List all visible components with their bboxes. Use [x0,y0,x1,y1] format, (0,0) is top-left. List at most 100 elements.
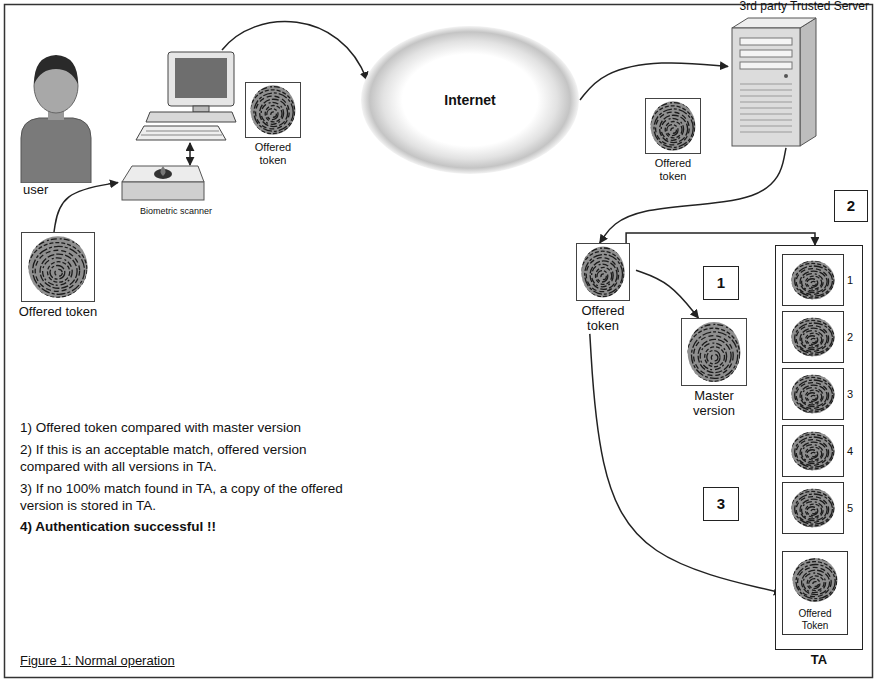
fingerprint-ridges [786,486,840,530]
fingerprint-ridge [700,343,726,370]
master-token: Master version [675,318,753,419]
person-body [21,118,91,183]
fingerprint-ridge [791,377,834,411]
fingerprint-image [786,258,840,302]
fingerprint-ridge [597,271,608,282]
step-note: 1) Offered token compared with master ve… [20,420,360,437]
node-label: Offered token [640,157,706,182]
fingerprint-ridge [800,328,827,350]
fingerprint-ridge [585,254,623,294]
fingerprint-ridge [650,106,695,150]
fingerprint-ridge [671,128,677,133]
fingerprint-ridge [271,112,277,117]
fingerprint-ridge [645,98,701,154]
fingerprint-image [245,82,301,138]
fingerprint-ridge [811,281,816,285]
archive-entry: 4 [782,425,844,477]
scanner-device: Biometric scanner [118,160,248,216]
server-bay [740,38,792,45]
fingerprint-ridge [809,579,820,589]
token-card: Offered token [640,98,706,182]
fingerprint-ridge [787,556,842,605]
fingerprint-ridge [55,269,62,276]
scanner-link-arrow [189,143,191,165]
server-bay [740,62,792,69]
fingerprint-ridge [807,576,824,591]
fingerprint-ridge [786,486,840,530]
fingerprint-ridge [265,106,282,122]
fingerprint-ridge [795,437,833,467]
fingerprint-ridge [789,318,838,357]
fingerprint-ridge [795,323,833,353]
fingerprint-ridge [21,232,95,302]
server-front [732,28,800,146]
node-text: user [15,183,100,198]
fingerprint-image [786,429,840,473]
scanner-front [122,182,204,200]
fingerprint-ridge [811,452,816,456]
server-bay [740,50,792,57]
fingerprint-ridge [796,383,828,409]
server-vent [740,131,792,132]
node-label: Offered Token [786,608,844,631]
fingerprint-ridge [267,109,278,120]
fingerprint-ridge [798,567,832,596]
step-note: 4) Authentication successful !! [20,519,360,536]
fingerprint-ridge [256,96,290,129]
fingerprint-ridges [786,315,840,359]
node-label: 1 [847,274,853,287]
internet-cloud-shape [361,26,579,174]
scanner-top [122,166,204,182]
fingerprint-ridge [807,336,818,345]
fingerprint-ridge [795,494,833,524]
flow-arrow [600,148,786,243]
token-frame [22,233,95,302]
server-vent [740,101,792,102]
fingerprint-ridge [811,338,816,342]
node-label: Master version [675,389,753,419]
step-note: 3) If no 100% match found in TA, a copy … [20,481,360,515]
fingerprint-ridge [261,102,283,124]
flow-arrow [636,270,698,318]
server-figure [728,14,873,148]
fingerprint-ridge [786,429,840,473]
flow-arrow [626,233,815,245]
scanner-mark [161,166,166,176]
fingerprint-ridge [796,564,835,598]
fingerprint-ridges [786,372,840,416]
fingerprint-ridge [791,434,834,468]
fingerprint-ridges [21,232,95,302]
fingerprint-ridge [789,261,838,300]
fingerprint-ridge [40,254,77,288]
fingerprint-ridge [802,331,824,348]
fingerprint-ridge [807,279,818,288]
fingerprint-ridge [786,486,839,529]
fingerprint-ridge [590,261,617,289]
fingerprint-ridge [245,84,300,138]
token-frame [646,99,701,154]
person-hair [34,55,78,84]
person-figure [15,38,100,183]
fingerprint-ridge [48,262,70,283]
fingerprint-ridge [789,489,838,528]
fingerprint-ridge [806,276,822,289]
fingerprint-ridge [791,320,834,354]
node-text: Biometric scanner [118,206,248,216]
server-vent [740,83,792,84]
fingerprint-ridge [43,258,73,285]
fingerprint-ridge [802,445,824,462]
fingerprint-ground [251,85,296,134]
figure-caption: Figure 1: Normal operation [20,654,175,669]
token-archive: TA12345Offered Token [775,245,863,650]
token-card: Offered token [18,232,98,320]
fingerprint-ridge [50,266,65,280]
fingerprint-ridge [786,258,840,302]
fingerprint-image [786,486,840,530]
fingerprint-ridge [687,328,740,381]
fingerprint-image [786,372,840,416]
fingerprint-ridge [800,499,827,521]
internet-link-arrow [222,22,367,80]
callout-number: 1 [703,266,739,300]
callout-number: 2 [834,190,868,222]
node-label: 3 [847,388,853,401]
